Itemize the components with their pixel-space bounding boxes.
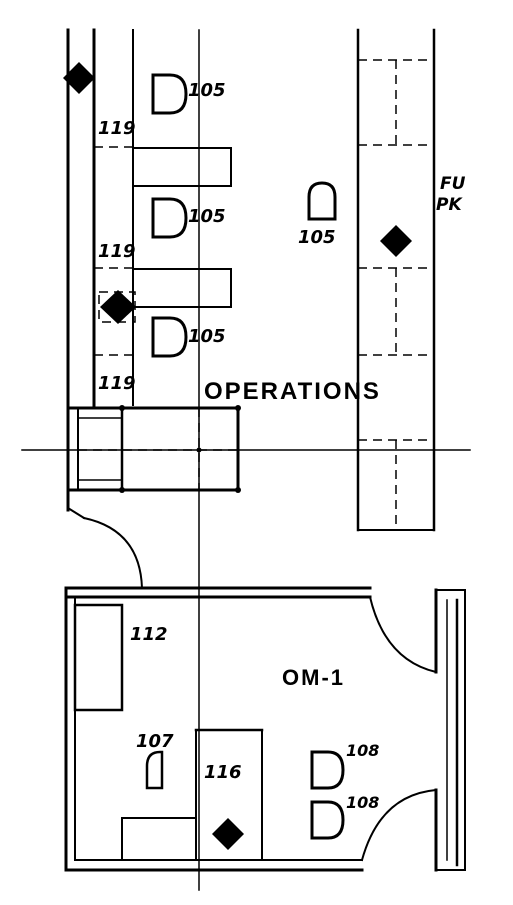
tag-chair-mid: 105 xyxy=(188,206,226,227)
tag-chair-right: 105 xyxy=(298,227,336,248)
margin-note-1: FU xyxy=(440,174,466,194)
tag-desk-om: 116 xyxy=(204,762,242,783)
room-label-operations: OPERATIONS xyxy=(204,378,381,405)
right-cabinets xyxy=(356,28,436,532)
chairs-operations xyxy=(151,73,337,358)
room-label-om1: OM-1 xyxy=(282,665,345,690)
tag-desk-low: 119 xyxy=(98,373,136,394)
tag-desk-mid: 119 xyxy=(98,241,136,262)
diamond-markers xyxy=(63,62,412,850)
work-surfaces xyxy=(132,147,232,308)
door-swing-om1 xyxy=(360,595,438,862)
margin-note-2: PK xyxy=(436,195,463,215)
door-swing-upper xyxy=(66,488,144,590)
desk-dividers xyxy=(93,146,133,401)
tag-chair-om-b: 108 xyxy=(346,793,379,812)
console-block xyxy=(66,405,241,493)
tag-desk-top: 119 xyxy=(98,118,136,139)
tag-chair-top: 105 xyxy=(188,80,226,101)
tag-chair-om: 107 xyxy=(136,731,174,752)
om1-walls xyxy=(64,586,466,872)
tag-chair-low: 105 xyxy=(188,326,226,347)
tag-table-om: 112 xyxy=(130,624,168,645)
tag-chair-om-a: 108 xyxy=(346,741,379,760)
om1-furniture xyxy=(73,603,345,861)
